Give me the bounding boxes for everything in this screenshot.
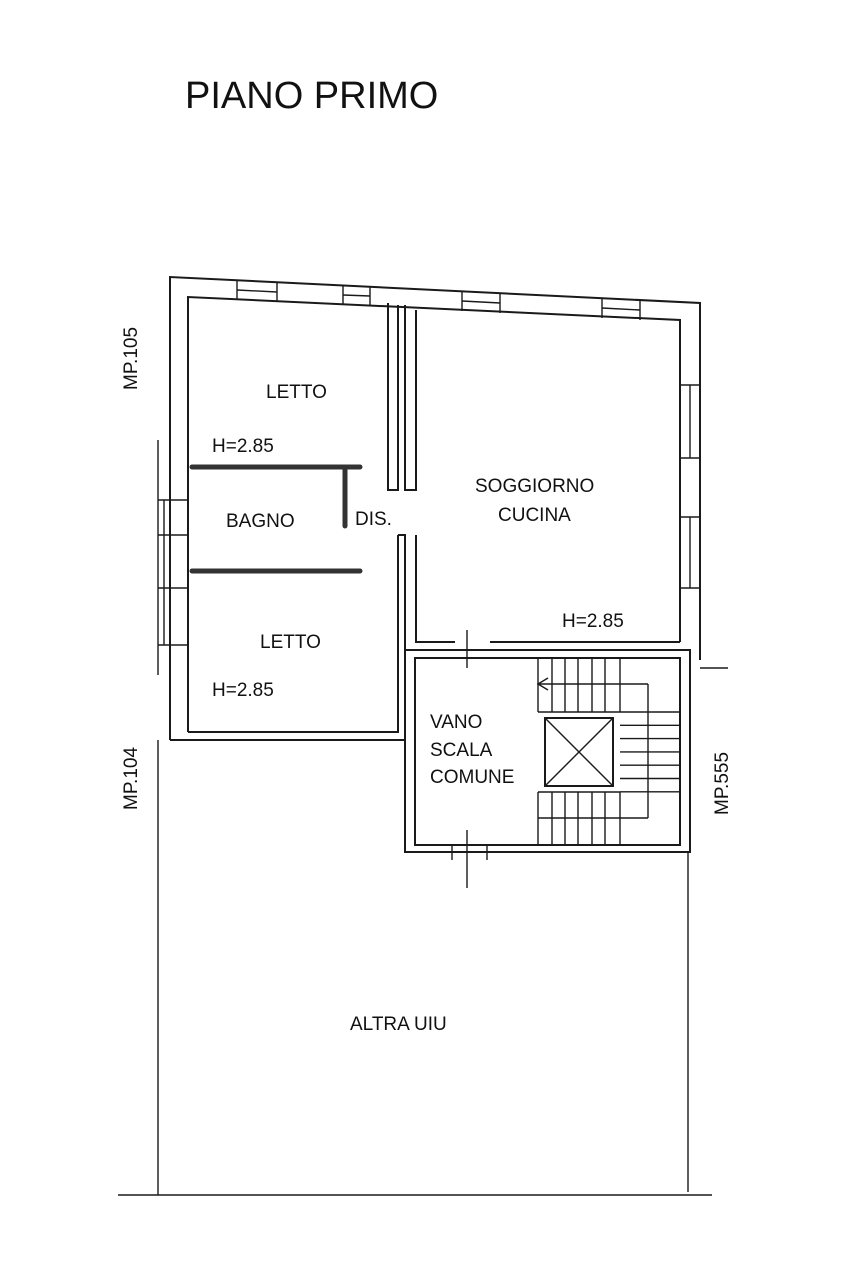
room-cucina: CUCINA <box>498 505 571 526</box>
room-bagno: BAGNO <box>226 511 295 532</box>
room-scala: SCALA <box>430 740 493 761</box>
room-letto-top: LETTO <box>266 382 327 403</box>
neighbor-mp105: MP.105 <box>121 327 142 390</box>
height-soggiorno: H=2.85 <box>562 611 624 632</box>
room-altra-uiu: ALTRA UIU <box>350 1014 447 1035</box>
room-letto-bottom: LETTO <box>260 632 321 653</box>
height-letto-top: H=2.85 <box>212 436 274 457</box>
neighbor-mp104: MP.104 <box>121 747 142 810</box>
room-comune: COMUNE <box>430 767 514 788</box>
stairwell <box>404 630 691 888</box>
height-letto-bottom: H=2.85 <box>212 680 274 701</box>
other-unit-outline <box>118 667 728 1196</box>
interior-walls <box>170 303 680 741</box>
room-dis: DIS. <box>355 509 392 530</box>
neighbor-mp555: MP.555 <box>712 752 733 815</box>
room-vano: VANO <box>430 712 482 733</box>
room-soggiorno: SOGGIORNO <box>475 476 594 497</box>
plan-title: PIANO PRIMO <box>185 75 438 117</box>
outer-walls <box>157 275 701 740</box>
